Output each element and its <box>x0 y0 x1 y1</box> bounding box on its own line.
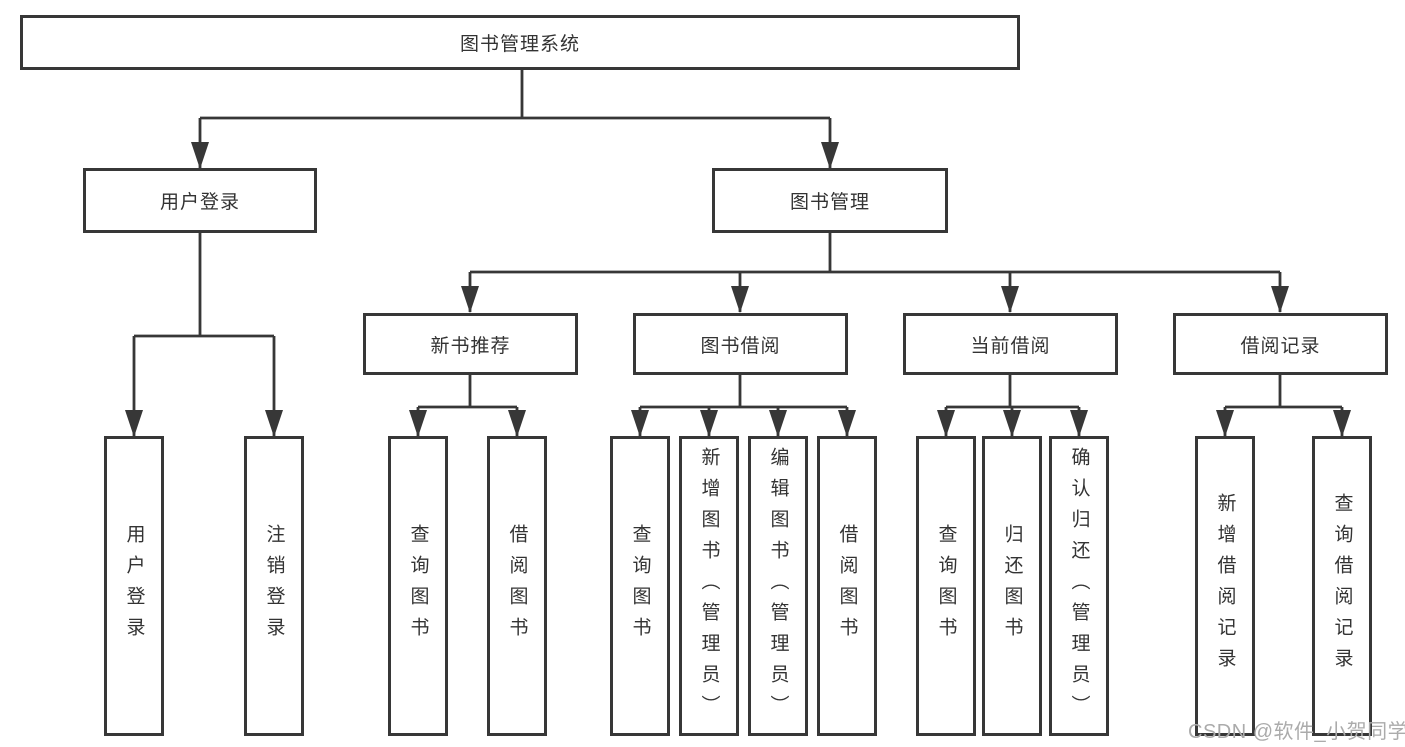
leaf-recommend-search-books: 查询图书 <box>388 436 448 736</box>
node-label: 借阅图书 <box>836 524 858 648</box>
node-label: 用户登录 <box>123 524 145 648</box>
node-label: 借阅图书 <box>506 524 528 648</box>
node-user-login: 用户登录 <box>83 168 317 233</box>
node-borrowing-records: 借阅记录 <box>1173 313 1388 375</box>
node-label: 注销登录 <box>263 524 285 648</box>
node-label: 新书推荐 <box>430 335 511 357</box>
node-label: 查询图书 <box>629 524 651 648</box>
leaf-borrowing-search-books: 查询图书 <box>610 436 670 736</box>
leaf-current-search-books: 查询图书 <box>916 436 976 736</box>
leaf-confirm-return-admin: 确认归还（管理员） <box>1049 436 1109 736</box>
node-label: 查询图书 <box>407 524 429 648</box>
node-label: 图书管理系统 <box>459 34 580 55</box>
leaf-edit-book-admin: 编辑图书（管理员） <box>748 436 808 736</box>
node-book-management: 图书管理 <box>712 168 948 233</box>
leaf-search-borrow-record: 查询借阅记录 <box>1312 436 1372 736</box>
node-label: 查询借阅记录 <box>1331 493 1353 679</box>
node-label: 新增借阅记录 <box>1214 493 1236 679</box>
connector-trunks <box>134 70 1342 409</box>
node-label: 确认归还（管理员） <box>1068 446 1090 726</box>
node-label: 当前借阅 <box>970 335 1051 357</box>
node-label: 借阅记录 <box>1240 335 1321 357</box>
leaf-add-borrow-record: 新增借阅记录 <box>1195 436 1255 736</box>
node-label: 用户登录 <box>159 192 240 213</box>
leaf-return-books: 归还图书 <box>982 436 1042 736</box>
leaf-add-book-admin: 新增图书（管理员） <box>679 436 739 736</box>
node-label: 图书管理 <box>789 192 870 213</box>
node-label: 查询图书 <box>935 524 957 648</box>
node-new-book-recommendation: 新书推荐 <box>363 313 578 375</box>
node-label: 编辑图书（管理员） <box>767 446 789 726</box>
node-label: 新增图书（管理员） <box>698 446 720 726</box>
node-current-borrowing: 当前借阅 <box>903 313 1118 375</box>
node-book-borrowing: 图书借阅 <box>633 313 848 375</box>
leaf-logout: 注销登录 <box>244 436 304 736</box>
csdn-watermark: CSDN @软件_小贺同学 <box>1188 721 1405 743</box>
node-label: 图书借阅 <box>700 335 781 357</box>
leaf-recommend-borrow-books: 借阅图书 <box>487 436 547 736</box>
node-library-system: 图书管理系统 <box>20 15 1020 70</box>
node-label: 归还图书 <box>1001 524 1023 648</box>
leaf-user-login: 用户登录 <box>104 436 164 736</box>
leaf-borrowing-borrow-books: 借阅图书 <box>817 436 877 736</box>
